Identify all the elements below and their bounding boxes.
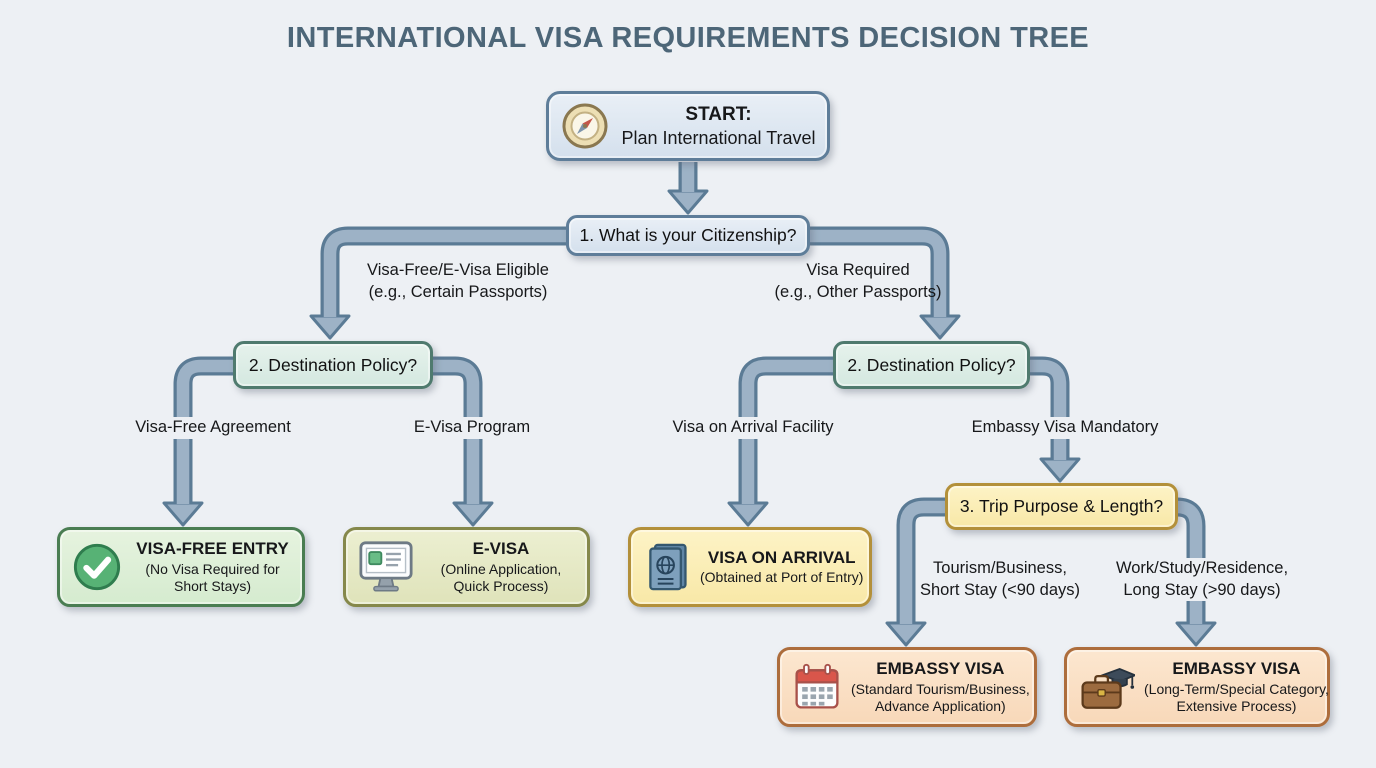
question-label: 2. Destination Policy? (847, 354, 1016, 375)
connector-destination-left-to-visa-free (162, 356, 234, 527)
result-title: VISA-FREE ENTRY (136, 539, 289, 559)
result-subtitle: (Standard Tourism/Business, (851, 680, 1030, 697)
result-subtitle: Advance Application) (874, 697, 1006, 714)
monitor-icon (358, 540, 414, 594)
passport-icon (643, 541, 691, 593)
connector-destination-right-to-trip (1029, 356, 1081, 483)
calendar-icon (792, 661, 842, 713)
connector-citizenship-to-destination-right (809, 226, 961, 340)
result-subtitle: (No Visa Required for (145, 560, 280, 577)
node-start: START: Plan International Travel (546, 91, 830, 161)
node-destination-policy-right: 2. Destination Policy? (833, 341, 1030, 389)
result-title: VISA ON ARRIVAL (707, 547, 856, 567)
edge-label-line: Short Stay (<90 days) (919, 580, 1081, 599)
connector-destination-right-to-voa (727, 356, 834, 527)
edge-label-voa-facility: Visa on Arrival Facility (668, 417, 838, 439)
result-title: EMBASSY VISA (876, 659, 1005, 679)
node-citizenship-question: 1. What is your Citizenship? (566, 215, 810, 256)
node-embassy-visa-longterm: EMBASSY VISA (Long-Term/Special Category… (1064, 647, 1330, 727)
result-subtitle: Short Stays) (173, 577, 252, 594)
edge-label-line: Long Stay (>90 days) (1111, 579, 1293, 601)
node-e-visa: E-VISA (Online Application, Quick Proces… (343, 527, 590, 607)
page-title: INTERNATIONAL VISA REQUIREMENTS DECISION… (286, 22, 1090, 54)
start-subheading: Plan International Travel (621, 127, 816, 148)
connector-trip-to-embassy-longterm (1175, 497, 1217, 647)
node-embassy-visa-standard: EMBASSY VISA (Standard Tourism/Business,… (777, 647, 1037, 727)
node-visa-free-entry: VISA-FREE ENTRY (No Visa Required for Sh… (57, 527, 305, 607)
question-label: 1. What is your Citizenship? (579, 225, 797, 245)
compass-icon (561, 102, 609, 150)
connector-destination-left-to-evisa (432, 356, 494, 527)
edge-label-visa-free-agreement: Visa-Free Agreement (131, 417, 295, 439)
edge-label-line: Work/Study/Residence, (1111, 558, 1293, 580)
edge-label-eligible: Visa-Free/E-Visa Eligible (e.g., Certain… (367, 260, 549, 303)
edge-label-line: Visa on Arrival Facility (668, 417, 838, 439)
edge-label-line: Visa Required (806, 261, 910, 279)
result-title: EMBASSY VISA (1172, 659, 1301, 679)
edge-label-embassy-mandatory: Embassy Visa Mandatory (967, 417, 1163, 439)
edge-label-line: E-Visa Program (409, 417, 535, 439)
edge-label-work-long: Work/Study/Residence, Long Stay (>90 day… (1111, 558, 1293, 601)
result-subtitle: (Obtained at Port of Entry) (700, 569, 864, 586)
result-subtitle: Quick Process) (453, 577, 549, 594)
edge-label-tourism-short: Tourism/Business, Short Stay (<90 days) (920, 558, 1080, 601)
question-label: 2. Destination Policy? (248, 354, 418, 375)
edge-label-line: (e.g., Certain Passports) (368, 282, 548, 301)
connector-trip-to-embassy-standard (885, 497, 946, 647)
node-visa-on-arrival: VISA ON ARRIVAL (Obtained at Port of Ent… (628, 527, 872, 607)
result-subtitle: Extensive Process) (1176, 697, 1297, 714)
node-trip-purpose-question: 3. Trip Purpose & Length? (945, 483, 1178, 530)
edge-label-line: Embassy Visa Mandatory (967, 417, 1163, 439)
briefcase-graduation-icon (1079, 661, 1135, 713)
edge-label-evisa-program: E-Visa Program (409, 417, 535, 439)
edge-label-line: (e.g., Other Passports) (774, 282, 942, 301)
question-label: 3. Trip Purpose & Length? (959, 496, 1164, 516)
edge-label-line: Visa-Free/E-Visa Eligible (367, 261, 549, 279)
result-subtitle: (Online Application, (440, 560, 562, 577)
node-destination-policy-left: 2. Destination Policy? (233, 341, 433, 389)
result-subtitle: (Long-Term/Special Category, (1144, 680, 1329, 697)
edge-label-required: Visa Required (e.g., Other Passports) (775, 260, 942, 303)
connector-citizenship-to-destination-left (309, 226, 567, 340)
edge-label-line: Visa-Free Agreement (131, 417, 295, 439)
check-icon (72, 542, 122, 592)
start-heading: START: (685, 103, 752, 125)
result-title: E-VISA (472, 539, 530, 559)
connector-start-to-citizenship (667, 162, 709, 215)
edge-label-line: Tourism/Business, (933, 559, 1067, 577)
